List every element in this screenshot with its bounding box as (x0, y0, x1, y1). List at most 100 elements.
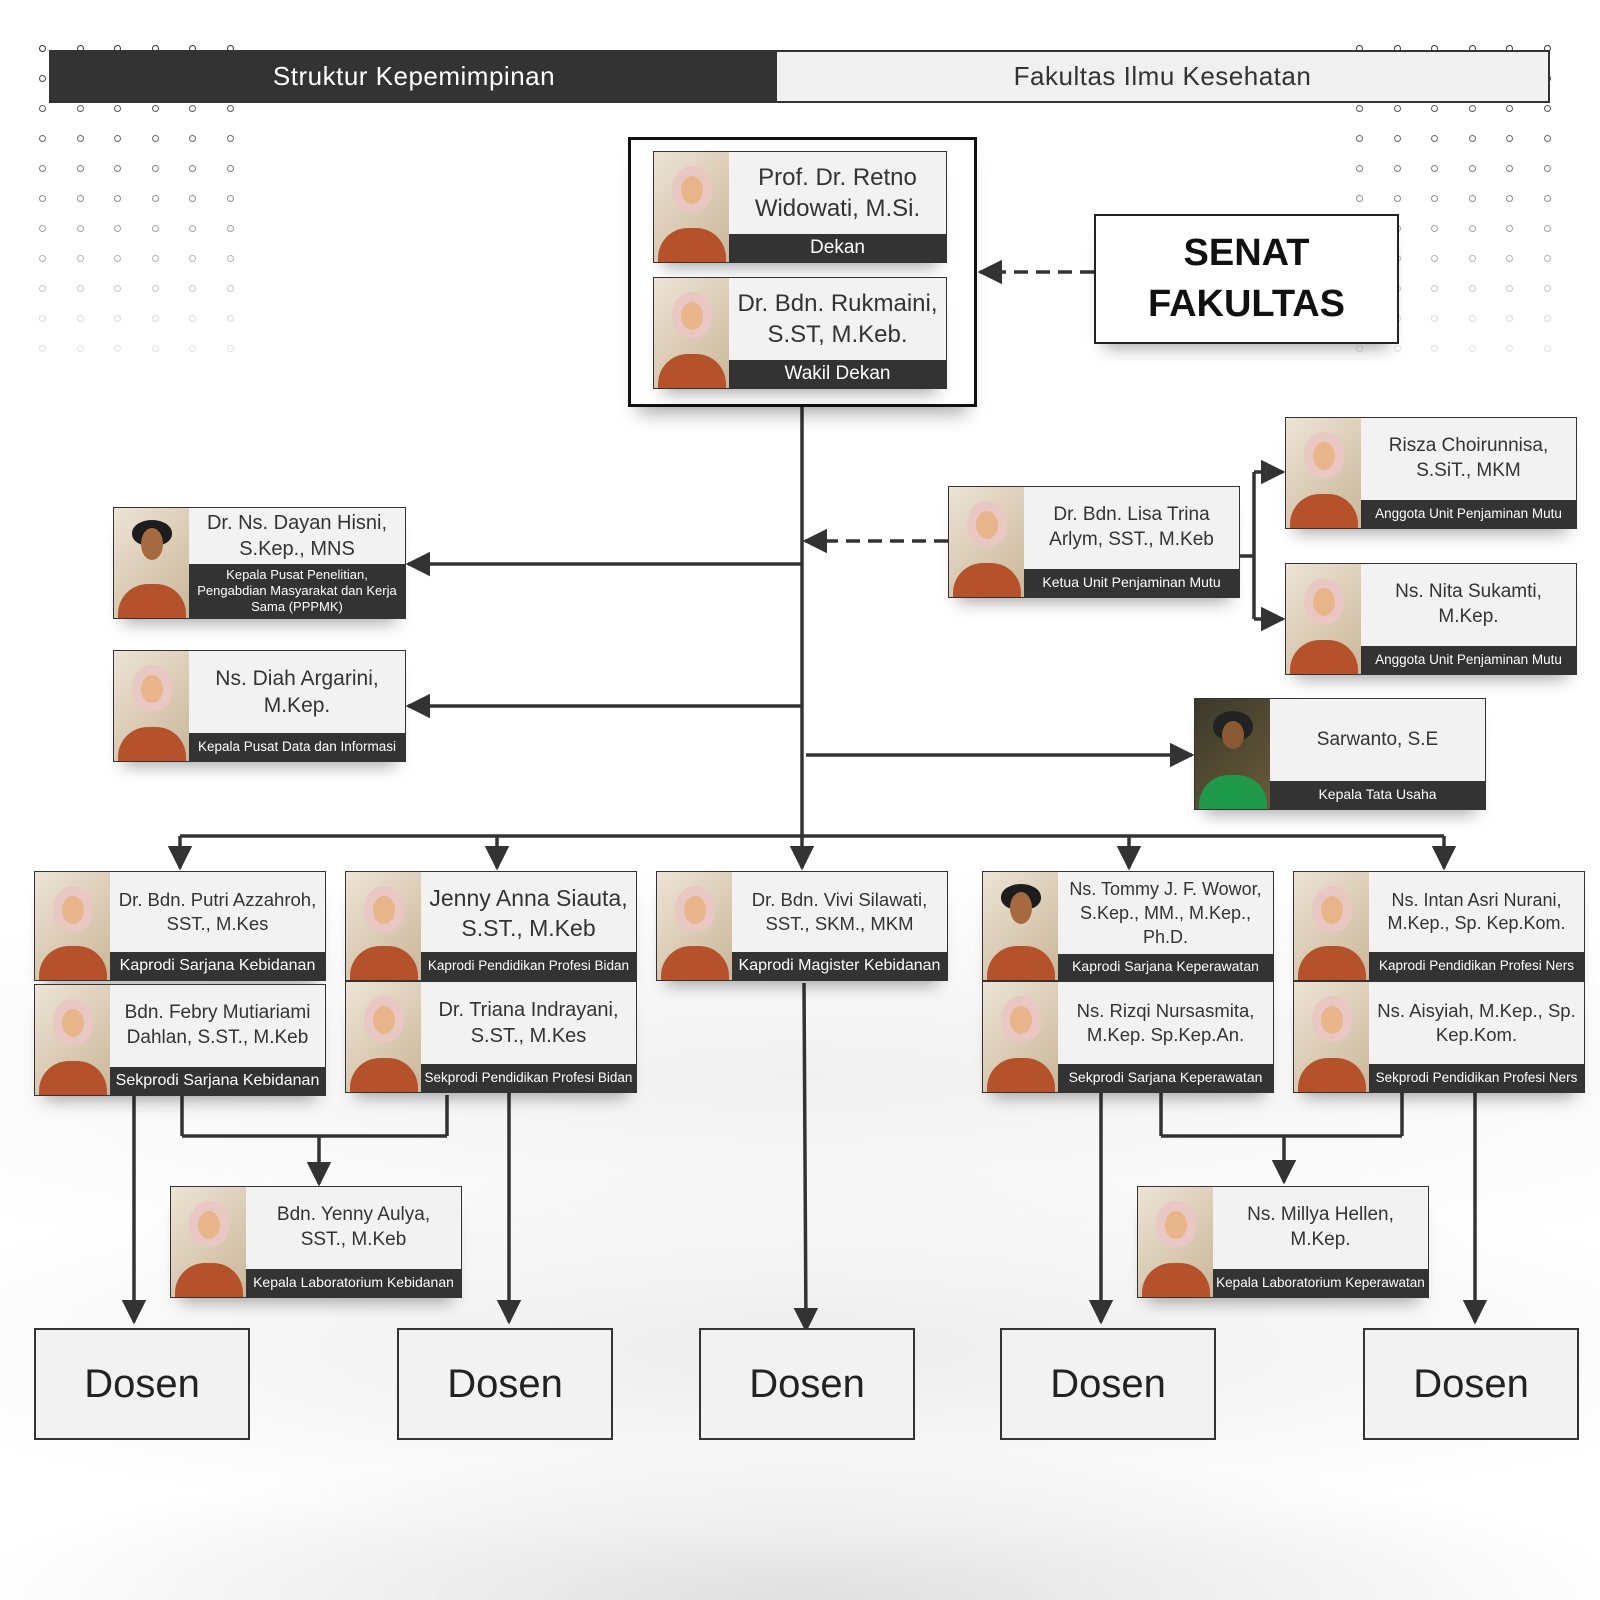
decorative-dot (1393, 345, 1401, 352)
photo-sekprodi-sarjana-kebidanan (35, 985, 110, 1095)
card-upm-anggota-1: Risza Choirunnisa, S.SiT., MKM Anggota U… (1285, 417, 1577, 529)
kaprodi-mk-name: Dr. Bdn. Vivi Silawati, SST., SKM., MKM (751, 888, 928, 934)
decorative-dot (76, 195, 84, 202)
photo-sekprodi-sarjana-keperawatan (983, 982, 1058, 1092)
photo-pusat-data (114, 651, 189, 761)
lab-keb-name: Bdn. Yenny Aulya, SST., M.Keb (276, 1204, 431, 1250)
decorative-dot (151, 165, 159, 172)
card-kaprodi-profesi-bidan: Jenny Anna Siauta, S.ST., M.Keb Kaprodi … (345, 871, 637, 981)
decorative-dot (39, 135, 46, 142)
upm-ketua-name: Dr. Bdn. Lisa Trina Arlym, SST., M.Keb (1049, 504, 1214, 550)
card-sekprodi-profesi-ners: Ns. Aisyiah, M.Kep., Sp. Kep.Kom. Sekpro… (1293, 981, 1585, 1093)
decorative-dot (39, 345, 46, 352)
decorative-dot (1543, 255, 1551, 262)
decorative-dot (39, 105, 46, 112)
decorative-dot (1356, 165, 1363, 172)
decorative-dot (1543, 345, 1551, 352)
dosen-box-1: Dosen (34, 1328, 250, 1440)
card-sekprodi-sarjana-keperawatan: Ns. Rizqi Nursasmita, M.Kep. Sp.Kep.An. … (982, 981, 1274, 1093)
decorative-dot (1356, 345, 1363, 352)
decorative-dot (76, 225, 84, 232)
decorative-dot (151, 345, 159, 352)
card-sekprodi-profesi-bidan: Dr. Triana Indrayani, S.ST., M.Kes Sekpr… (345, 981, 637, 1093)
decorative-dot (1356, 195, 1363, 202)
decorative-dot (151, 195, 159, 202)
decorative-dot (226, 315, 234, 322)
decorative-dot (1431, 135, 1438, 142)
decorative-dot (1468, 285, 1476, 292)
photo-upm-anggota-2 (1286, 564, 1361, 674)
decorative-dot (151, 315, 159, 322)
decorative-dot (114, 165, 121, 172)
decorative-dot (1468, 135, 1476, 142)
decorative-dot (76, 315, 84, 322)
decorative-dot (39, 285, 46, 292)
sekprodi-ppb-role: Sekprodi Pendidikan Profesi Bidan (421, 1064, 636, 1092)
decorative-dot (39, 45, 46, 52)
decorative-dot (1393, 105, 1401, 112)
dosen-box-5: Dosen (1363, 1328, 1579, 1440)
decorative-dot (1431, 345, 1438, 352)
decorative-dot (226, 285, 234, 292)
decorative-dot (1468, 195, 1476, 202)
decorative-dot (76, 135, 84, 142)
card-pusat-data: Ns. Diah Argarini, M.Kep. Kepala Pusat D… (113, 650, 406, 762)
sekprodi-skp-role: Sekprodi Sarjana Keperawatan (1058, 1064, 1273, 1092)
decorative-dot (1506, 135, 1513, 142)
decorative-dot (114, 225, 121, 232)
decorative-dot (114, 105, 121, 112)
kaprodi-skp-role: Kaprodi Sarjana Keperawatan (1058, 954, 1273, 980)
decorative-dot (114, 195, 121, 202)
decorative-dot (226, 165, 234, 172)
decorative-dot (39, 75, 46, 82)
photo-upm-ketua (949, 487, 1024, 597)
decorative-dot (1468, 105, 1476, 112)
sekprodi-ppn-role: Sekprodi Pendidikan Profesi Ners (1369, 1064, 1584, 1092)
decorative-dot (1468, 225, 1476, 232)
sekprodi-ppb-name: Dr. Triana Indrayani, S.ST., M.Kes (438, 999, 619, 1047)
decorative-dot (1543, 285, 1551, 292)
decorative-dot (1431, 105, 1438, 112)
decorative-dot (1543, 105, 1551, 112)
card-dekan: Prof. Dr. Retno Widowati, M.Si. Dekan (653, 151, 947, 263)
card-tata-usaha: Sarwanto, S.E Kepala Tata Usaha (1194, 698, 1486, 810)
decorative-dot (189, 225, 196, 232)
dekan-role: Dekan (729, 234, 946, 262)
decorative-dot (1393, 165, 1401, 172)
decorative-dot (114, 315, 121, 322)
lab-kep-role: Kepala Laboratorium Keperawatan (1213, 1269, 1428, 1297)
decorative-dot (76, 255, 84, 262)
dosen-box-3: Dosen (699, 1328, 915, 1440)
decorative-dot (39, 315, 46, 322)
decorative-dot (151, 135, 159, 142)
decorative-dot (1393, 135, 1401, 142)
dosen-arrow-3 (793, 982, 819, 1333)
decorative-dot (1506, 105, 1513, 112)
photo-upm-anggota-1 (1286, 418, 1361, 528)
photo-kaprodi-sarjana-kebidanan (35, 872, 110, 980)
card-lab-keperawatan: Ns. Millya Hellen, M.Kep. Kepala Laborat… (1137, 1186, 1429, 1298)
decorative-dot (1506, 195, 1513, 202)
photo-kaprodi-magister-kebidanan (657, 872, 732, 980)
decorative-dot (76, 345, 84, 352)
decorative-dot (1468, 315, 1476, 322)
decorative-dot (114, 255, 121, 262)
decorative-dot (1506, 225, 1513, 232)
decorative-dot (1431, 255, 1438, 262)
photo-lab-kebidanan (171, 1187, 246, 1297)
kaprodi-ppn-role: Kaprodi Pendidikan Profesi Ners (1369, 952, 1584, 980)
decorative-dot (226, 225, 234, 232)
card-pppmk: Dr. Ns. Dayan Hisni, S.Kep., MNS Kepala … (113, 507, 406, 619)
photo-dekan (654, 152, 729, 262)
decorative-dot (1431, 165, 1438, 172)
photo-kaprodi-sarjana-keperawatan (983, 872, 1058, 980)
decorative-dot (189, 105, 196, 112)
decorative-dot (189, 255, 196, 262)
pusat-data-role: Kepala Pusat Data dan Informasi (189, 733, 405, 761)
decorative-dot (1506, 165, 1513, 172)
senat-fakultas-box: SENAT FAKULTAS (1094, 214, 1399, 344)
decorative-dot (114, 285, 121, 292)
dosen-box-2: Dosen (397, 1328, 613, 1440)
card-wakil-dekan: Dr. Bdn. Rukmaini, S.ST, M.Keb. Wakil De… (653, 277, 947, 389)
